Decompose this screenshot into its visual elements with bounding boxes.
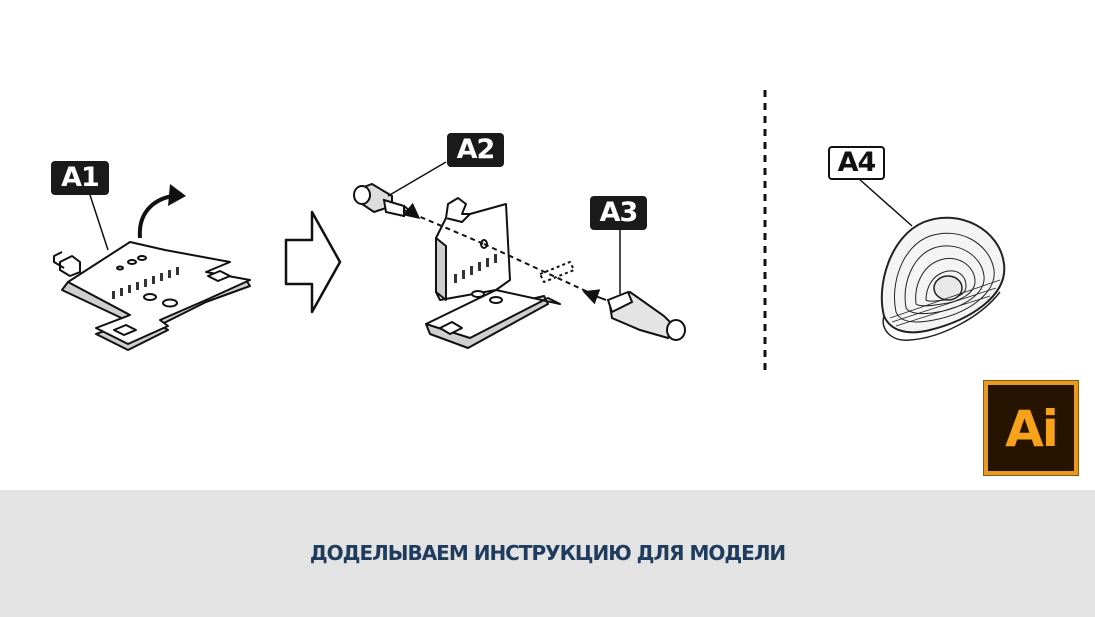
illustrator-logo: Ai: [984, 381, 1078, 475]
banner-title: ДОДЕЛЫВАЕМ ИНСТРУКЦИЮ ДЛЯ МОДЕЛИ: [309, 541, 786, 565]
illustrator-logo-text: Ai: [1005, 400, 1059, 458]
screw-a2: [353, 182, 421, 219]
bracket-assembly: [425, 197, 575, 349]
title-banner: ДОДЕЛЫВАЕМ ИНСТРУКЦИЮ ДЛЯ МОДЕЛИ: [0, 490, 1095, 617]
instruction-diagram: [53, 90, 1006, 372]
plate-a1: [53, 241, 251, 351]
step-arrow-icon: [284, 210, 342, 314]
label-a4: A4: [828, 146, 885, 180]
label-a3: A3: [590, 196, 647, 230]
rotate-arrow-icon: [137, 194, 173, 239]
lens-a4: [880, 216, 1006, 341]
label-a1: A1: [51, 161, 109, 195]
screw-a3: [582, 289, 686, 341]
label-a2: A2: [447, 133, 504, 167]
